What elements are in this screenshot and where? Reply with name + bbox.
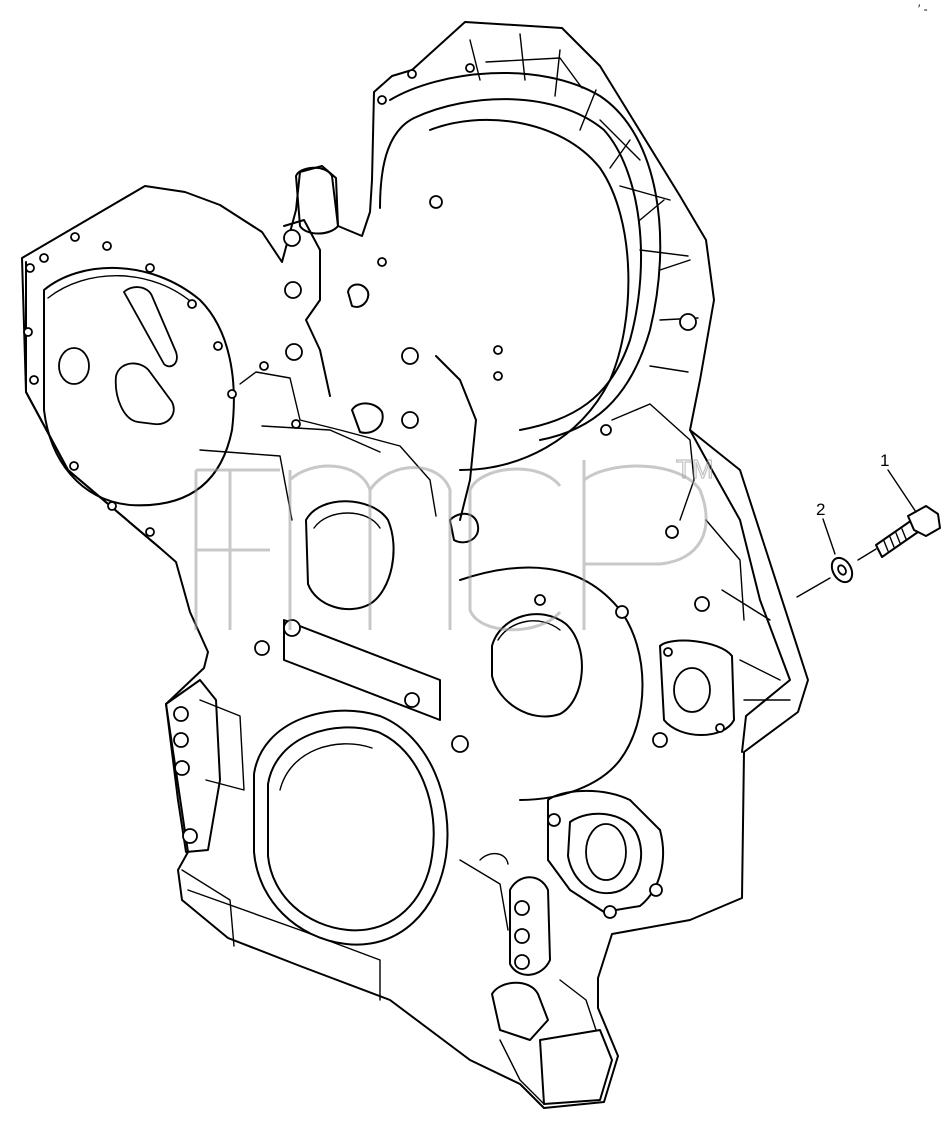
gear-housing: [21, 21, 809, 1109]
watermark-trademark: TM: [676, 454, 714, 484]
watermark-logo: TM: [194, 453, 714, 632]
callout-2-label: 2: [816, 500, 825, 519]
bolt-part: [857, 469, 941, 561]
washer-part: [796, 518, 854, 598]
callout-1-label: 1: [880, 451, 889, 470]
corner-mark: ′ -: [918, 2, 928, 16]
